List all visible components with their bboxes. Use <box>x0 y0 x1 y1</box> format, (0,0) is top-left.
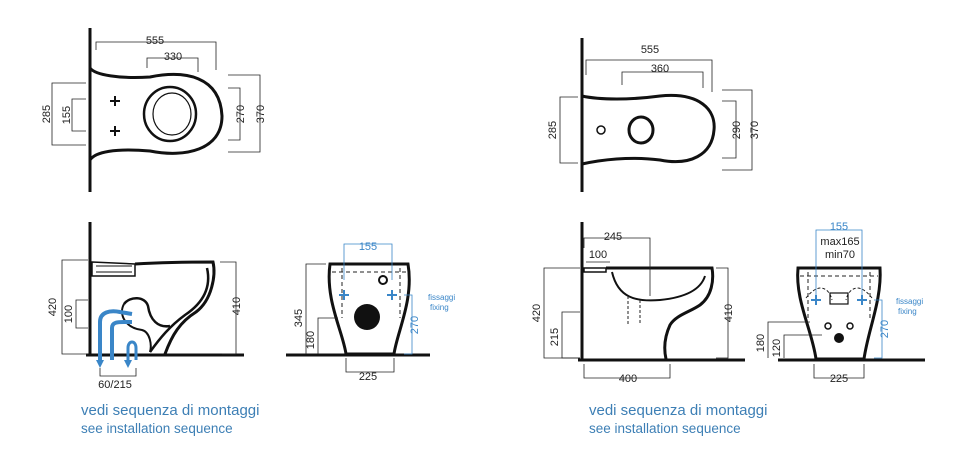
dim-bidet-back-lower: 120 <box>771 339 783 357</box>
caption-left: vedi sequenza di montaggi see installati… <box>81 402 259 437</box>
caption-right-it: vedi sequenza di montaggi <box>589 402 768 419</box>
bidet-profile <box>606 266 715 360</box>
bidet-top-view: 555 360 370 290 285 <box>547 38 761 192</box>
bidet-back-view: 155 max165 min70 180 120 270 fissaggi fi… <box>755 221 925 385</box>
tap-hole <box>596 125 606 135</box>
fixing-note-en: fixing <box>430 303 449 312</box>
dim-bidet-width-inner: 360 <box>651 63 669 75</box>
dim-bidet-base-width: 225 <box>830 373 848 385</box>
dim-outlet: 60/215 <box>98 379 132 391</box>
dim-bidet-fix-height: 270 <box>879 320 891 338</box>
fixing-icon <box>857 295 867 305</box>
dim-bidet-depth: 400 <box>619 373 637 385</box>
fixing-icon <box>811 295 821 305</box>
fixing-icon <box>387 290 397 300</box>
bidet-side-view: 245 100 420 215 410 400 <box>531 222 745 385</box>
dim-back-low: 180 <box>305 331 317 349</box>
drain-hole <box>354 304 380 330</box>
dim-bidet-side-height: 420 <box>531 304 543 322</box>
caption-right-en: see installation sequence <box>589 421 741 436</box>
dim-bidet-height: 285 <box>547 121 559 139</box>
dim-base-width: 225 <box>359 371 377 383</box>
wc-top-view: 555 330 370 270 285 155 <box>41 28 267 192</box>
bidet-bowl <box>627 115 655 145</box>
wc-side-view: 420 100 410 60/215 <box>47 222 244 391</box>
caption-left-en: see installation sequence <box>81 421 233 436</box>
dim-depth-inner: 270 <box>235 105 247 123</box>
caption-right: vedi sequenza di montaggi see installati… <box>589 402 767 437</box>
dim-depth-outer: 370 <box>255 105 267 123</box>
wc-back-view: 155 345 180 270 fissaggi fixing 225 <box>286 241 455 383</box>
wc-back-outline <box>327 262 411 356</box>
bidet-back-outline <box>796 266 882 361</box>
dim-bidet-min: min70 <box>825 249 855 261</box>
dim-bidet-drain: 215 <box>549 328 561 346</box>
dim-bidet-inlet: 100 <box>589 249 607 261</box>
dim-bidet-depth-outer: 370 <box>749 121 761 139</box>
bidet-fixing-note-it: fissaggi <box>896 297 923 306</box>
dim-fix-height: 270 <box>409 316 421 334</box>
bidet-drain-hole <box>834 333 844 343</box>
dim-back-height: 345 <box>293 309 305 327</box>
wc-outline <box>88 66 224 161</box>
wc-bowl <box>142 85 198 143</box>
dim-bidet-side-right: 410 <box>723 304 735 322</box>
dim-bidet-depth-inner: 290 <box>731 121 743 139</box>
dim-width-outer: 555 <box>146 35 164 47</box>
caption-left-it: vedi sequenza di montaggi <box>81 402 260 419</box>
dim-fix-spacing: 155 <box>359 241 377 253</box>
dim-bidet-fix-spacing: 155 <box>830 221 848 233</box>
dim-height-total: 285 <box>41 105 53 123</box>
dim-width-inner: 330 <box>164 51 182 63</box>
fixing-note-it: fissaggi <box>428 293 455 302</box>
dim-bidet-max: max165 <box>820 236 859 248</box>
dim-height-inner: 155 <box>61 106 73 124</box>
bidet-outline <box>581 93 716 166</box>
fixing-icon <box>339 290 349 300</box>
dim-side-inlet: 100 <box>63 305 75 323</box>
dim-side-height: 420 <box>47 298 59 316</box>
dim-bidet-back-low: 180 <box>755 334 767 352</box>
wc-profile <box>134 260 216 355</box>
fixing-hole-icon <box>110 126 120 136</box>
bidet-fixing-note-en: fixing <box>898 307 917 316</box>
dim-bidet-width-outer: 555 <box>641 44 659 56</box>
fixing-hole-icon <box>110 96 120 106</box>
dim-side-right: 410 <box>231 297 243 315</box>
dim-inlet-offset: 245 <box>604 231 622 243</box>
